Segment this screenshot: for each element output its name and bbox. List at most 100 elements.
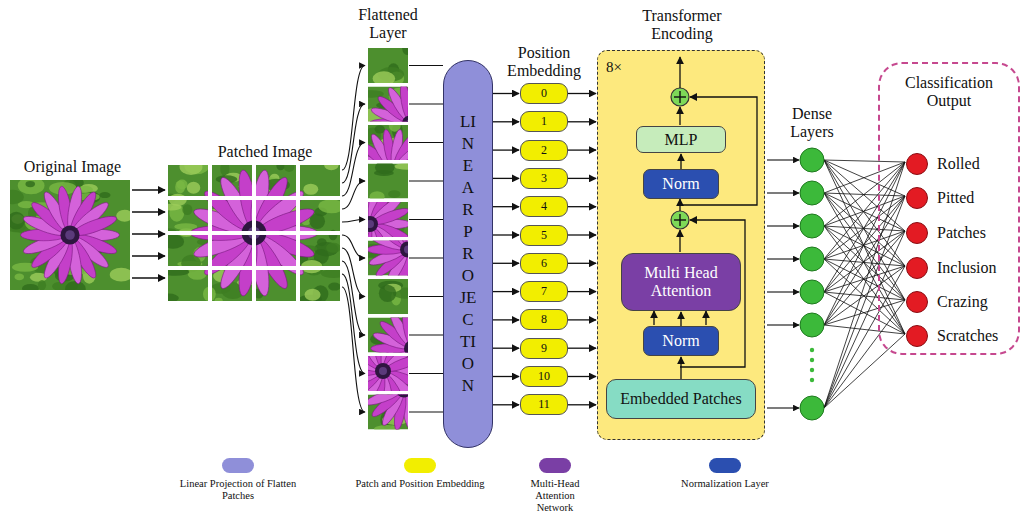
arrow-line [132, 233, 165, 234]
class-dot [906, 222, 928, 244]
dense-link [824, 231, 905, 408]
foliage [324, 165, 338, 170]
arrow-line [679, 107, 680, 125]
foliage [168, 235, 184, 249]
connector [493, 376, 519, 377]
image-patch [368, 356, 408, 391]
node-text: LINEAR PROJECTION [460, 111, 477, 397]
dense-link [824, 160, 905, 231]
dense-neuron [800, 148, 824, 172]
embedding-pill: 2 [520, 140, 568, 161]
image-patch [368, 87, 408, 122]
dense-link [824, 162, 905, 408]
dense-link [824, 266, 905, 408]
image-patch [368, 241, 408, 276]
connector [568, 376, 596, 377]
dense-link [824, 196, 905, 408]
dense-link [824, 160, 905, 266]
foliage [379, 285, 396, 302]
image-patch [368, 395, 408, 430]
flower-center [368, 216, 378, 232]
foliage [402, 48, 408, 55]
connector [493, 404, 519, 405]
node-text: 0 [541, 86, 547, 101]
node-text: Norm [662, 175, 699, 193]
connector [680, 357, 681, 379]
foliage [110, 268, 130, 282]
connector [568, 348, 596, 349]
node-text: Embedded Patches [620, 390, 741, 408]
legend-text: Linear Projection of Flatten Patches [178, 478, 298, 502]
node-text: Norm [662, 332, 699, 350]
arrow-line [342, 235, 365, 258]
dense-neuron [800, 247, 824, 271]
connector [568, 93, 596, 94]
patch-gap [168, 266, 340, 270]
node-text: 7 [541, 284, 547, 299]
legend-swatch [539, 458, 571, 473]
link-line [409, 65, 443, 66]
dense-neuron [800, 214, 824, 238]
petal [400, 318, 408, 347]
flower-center [375, 363, 391, 379]
foliage [304, 289, 320, 301]
legend-text: Normalization Layer [660, 478, 790, 490]
node-text: 8× [606, 59, 622, 76]
connector [568, 234, 596, 235]
class-dot [906, 291, 928, 313]
dense-link [824, 300, 905, 408]
arrow-line [653, 311, 654, 325]
arrow-line [342, 66, 365, 171]
arrow-line [767, 159, 799, 160]
dense-link [824, 193, 905, 266]
arrow-line [705, 311, 706, 325]
arrow-line [767, 225, 799, 226]
connector [493, 263, 519, 264]
foliage [10, 190, 24, 204]
node-text: Crazing [937, 293, 988, 311]
foliage [168, 165, 340, 301]
arrow-line [342, 248, 365, 297]
foliage [375, 125, 385, 133]
arrow-line [342, 181, 365, 209]
node-text: Scratches [937, 327, 998, 345]
dense-link [824, 226, 905, 300]
node-text: 6 [541, 256, 547, 271]
embedding-pill: 10 [520, 366, 568, 387]
foliage [187, 182, 201, 194]
output-frame: Classification OutputRolledPittedPatches… [878, 62, 1020, 355]
foliage [180, 165, 203, 175]
arrow-line [767, 192, 799, 193]
flower-center [406, 120, 408, 122]
flower-center [396, 395, 408, 398]
class-dot [906, 153, 928, 175]
foliage [370, 191, 385, 198]
ellipsis-dot [810, 378, 814, 382]
dense-link [824, 259, 905, 334]
dense-neuron [800, 313, 824, 337]
arrow-line [767, 258, 799, 259]
dense-link [824, 196, 905, 325]
flower-center [404, 341, 408, 353]
dense-neuron [800, 396, 824, 420]
image-patch [368, 318, 408, 353]
dense-link [824, 160, 905, 300]
flower-center [379, 367, 387, 375]
arrow-line [767, 407, 799, 408]
connector [493, 348, 519, 349]
foliage [326, 243, 340, 253]
embedding-pill: 11 [520, 394, 568, 415]
projection-box: LINEAR PROJECTION [443, 60, 493, 448]
dense-link [824, 292, 905, 300]
foliage [373, 71, 396, 83]
connector [493, 178, 519, 179]
foliage [321, 269, 340, 278]
petal [392, 140, 408, 160]
class-output: Rolled [906, 152, 1018, 176]
ellipsis-dot [810, 348, 814, 352]
image-patch [168, 165, 340, 301]
foliage [168, 294, 179, 301]
connector [493, 234, 519, 235]
